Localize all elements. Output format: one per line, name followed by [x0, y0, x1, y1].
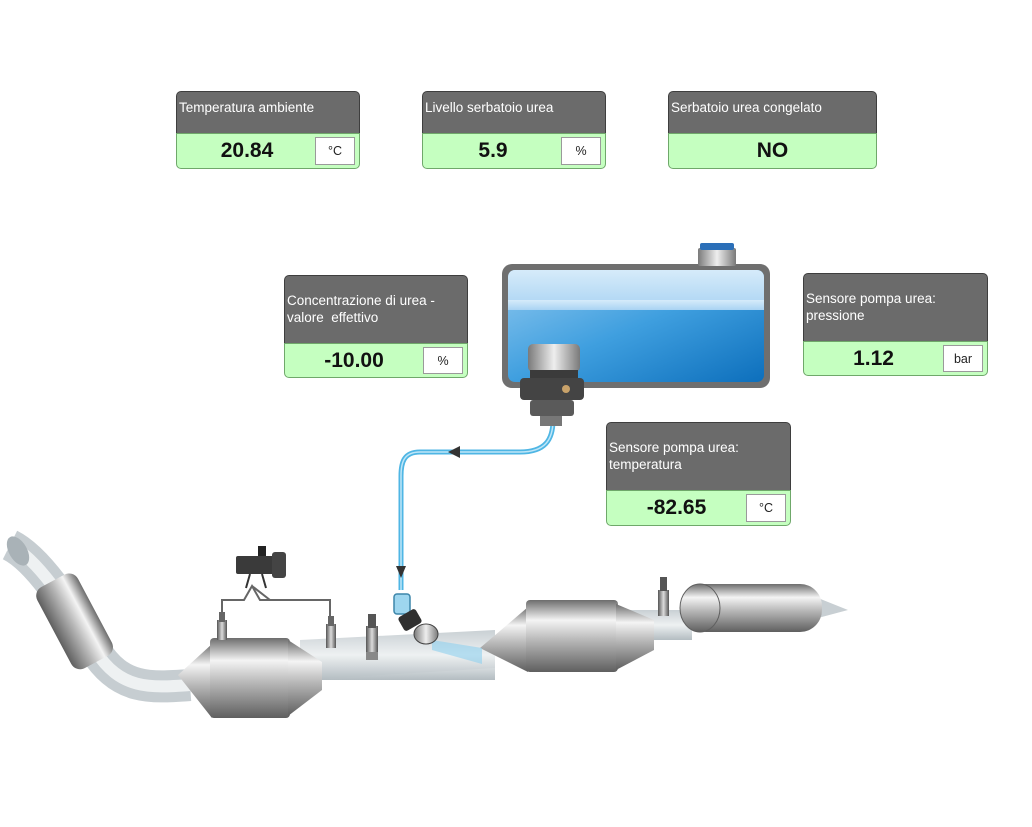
- lambda-probe-icon: [217, 612, 227, 640]
- urea-supply-line: [398, 419, 556, 590]
- tank-level-unit: %: [561, 137, 601, 165]
- flow-arrow-icon: [396, 566, 406, 578]
- tank-level-value-box: 5.9 %: [422, 133, 606, 169]
- urea-injector-icon: [393, 593, 439, 645]
- urea-concentration-widget: Concentrazione di urea - valore effettiv…: [284, 275, 468, 378]
- muffler-icon: [679, 583, 822, 633]
- pump-temperature-label-line2: temperatura: [609, 457, 682, 472]
- urea-concentration-unit: %: [423, 347, 463, 374]
- urea-concentration-label-line2: valore effettivo: [287, 310, 379, 325]
- urea-concentration-label-line1: Concentrazione di urea -: [287, 293, 435, 308]
- pressure-sensor-icon: [221, 546, 331, 625]
- pump-temperature-label: Sensore pompa urea: temperatura: [606, 422, 791, 490]
- tank-level-label: Livello serbatoio urea: [422, 91, 606, 133]
- pump-pressure-label-line2: pressione: [806, 308, 865, 323]
- pump-pressure-value-box: 1.12 bar: [803, 341, 988, 376]
- catalytic-converter-icon: [480, 600, 654, 672]
- pump-pressure-value: 1.12: [853, 346, 894, 370]
- pump-temperature-widget: Sensore pompa urea: temperatura -82.65 °…: [606, 422, 791, 526]
- ambient-temperature-value: 20.84: [220, 139, 274, 162]
- flow-arrow-icon: [448, 446, 460, 458]
- pump-pressure-label-line1: Sensore pompa urea:: [806, 291, 936, 306]
- pump-pressure-label: Sensore pompa urea: pressione: [803, 273, 988, 341]
- tank-frozen-value-box: NO: [668, 133, 877, 169]
- urea-spray: [432, 640, 482, 664]
- ambient-temperature-unit: °C: [315, 137, 355, 165]
- urea-pump-icon: [520, 344, 584, 426]
- urea-concentration-value-box: -10.00 %: [284, 343, 468, 378]
- catalytic-converter-icon: [36, 573, 113, 670]
- urea-concentration-value: -10.00: [324, 348, 384, 372]
- urea-concentration-label: Concentrazione di urea - valore effettiv…: [284, 275, 468, 343]
- pump-pressure-unit: bar: [943, 345, 983, 372]
- tank-frozen-value: NO: [756, 139, 789, 162]
- pump-temperature-value-box: -82.65 °C: [606, 490, 791, 526]
- catalytic-converter-icon: [178, 638, 322, 718]
- pump-temperature-label-line1: Sensore pompa urea:: [609, 440, 739, 455]
- tank-frozen-widget: Serbatoio urea congelato NO: [668, 91, 877, 169]
- pump-pressure-widget: Sensore pompa urea: pressione 1.12 bar: [803, 273, 988, 376]
- tank-level-value: 5.9: [478, 139, 508, 162]
- pump-temperature-value: -82.65: [646, 496, 707, 519]
- ambient-temperature-value-box: 20.84 °C: [176, 133, 360, 169]
- tank-frozen-label: Serbatoio urea congelato: [668, 91, 877, 133]
- lambda-probe-icon: [366, 614, 378, 660]
- pump-temperature-unit: °C: [746, 494, 786, 522]
- ambient-temperature-label: Temperatura ambiente: [176, 91, 360, 133]
- tank-level-widget: Livello serbatoio urea 5.9 %: [422, 91, 606, 169]
- lambda-probe-icon: [658, 577, 669, 616]
- ambient-temperature-widget: Temperatura ambiente 20.84 °C: [176, 91, 360, 169]
- lambda-probe-icon: [326, 616, 336, 648]
